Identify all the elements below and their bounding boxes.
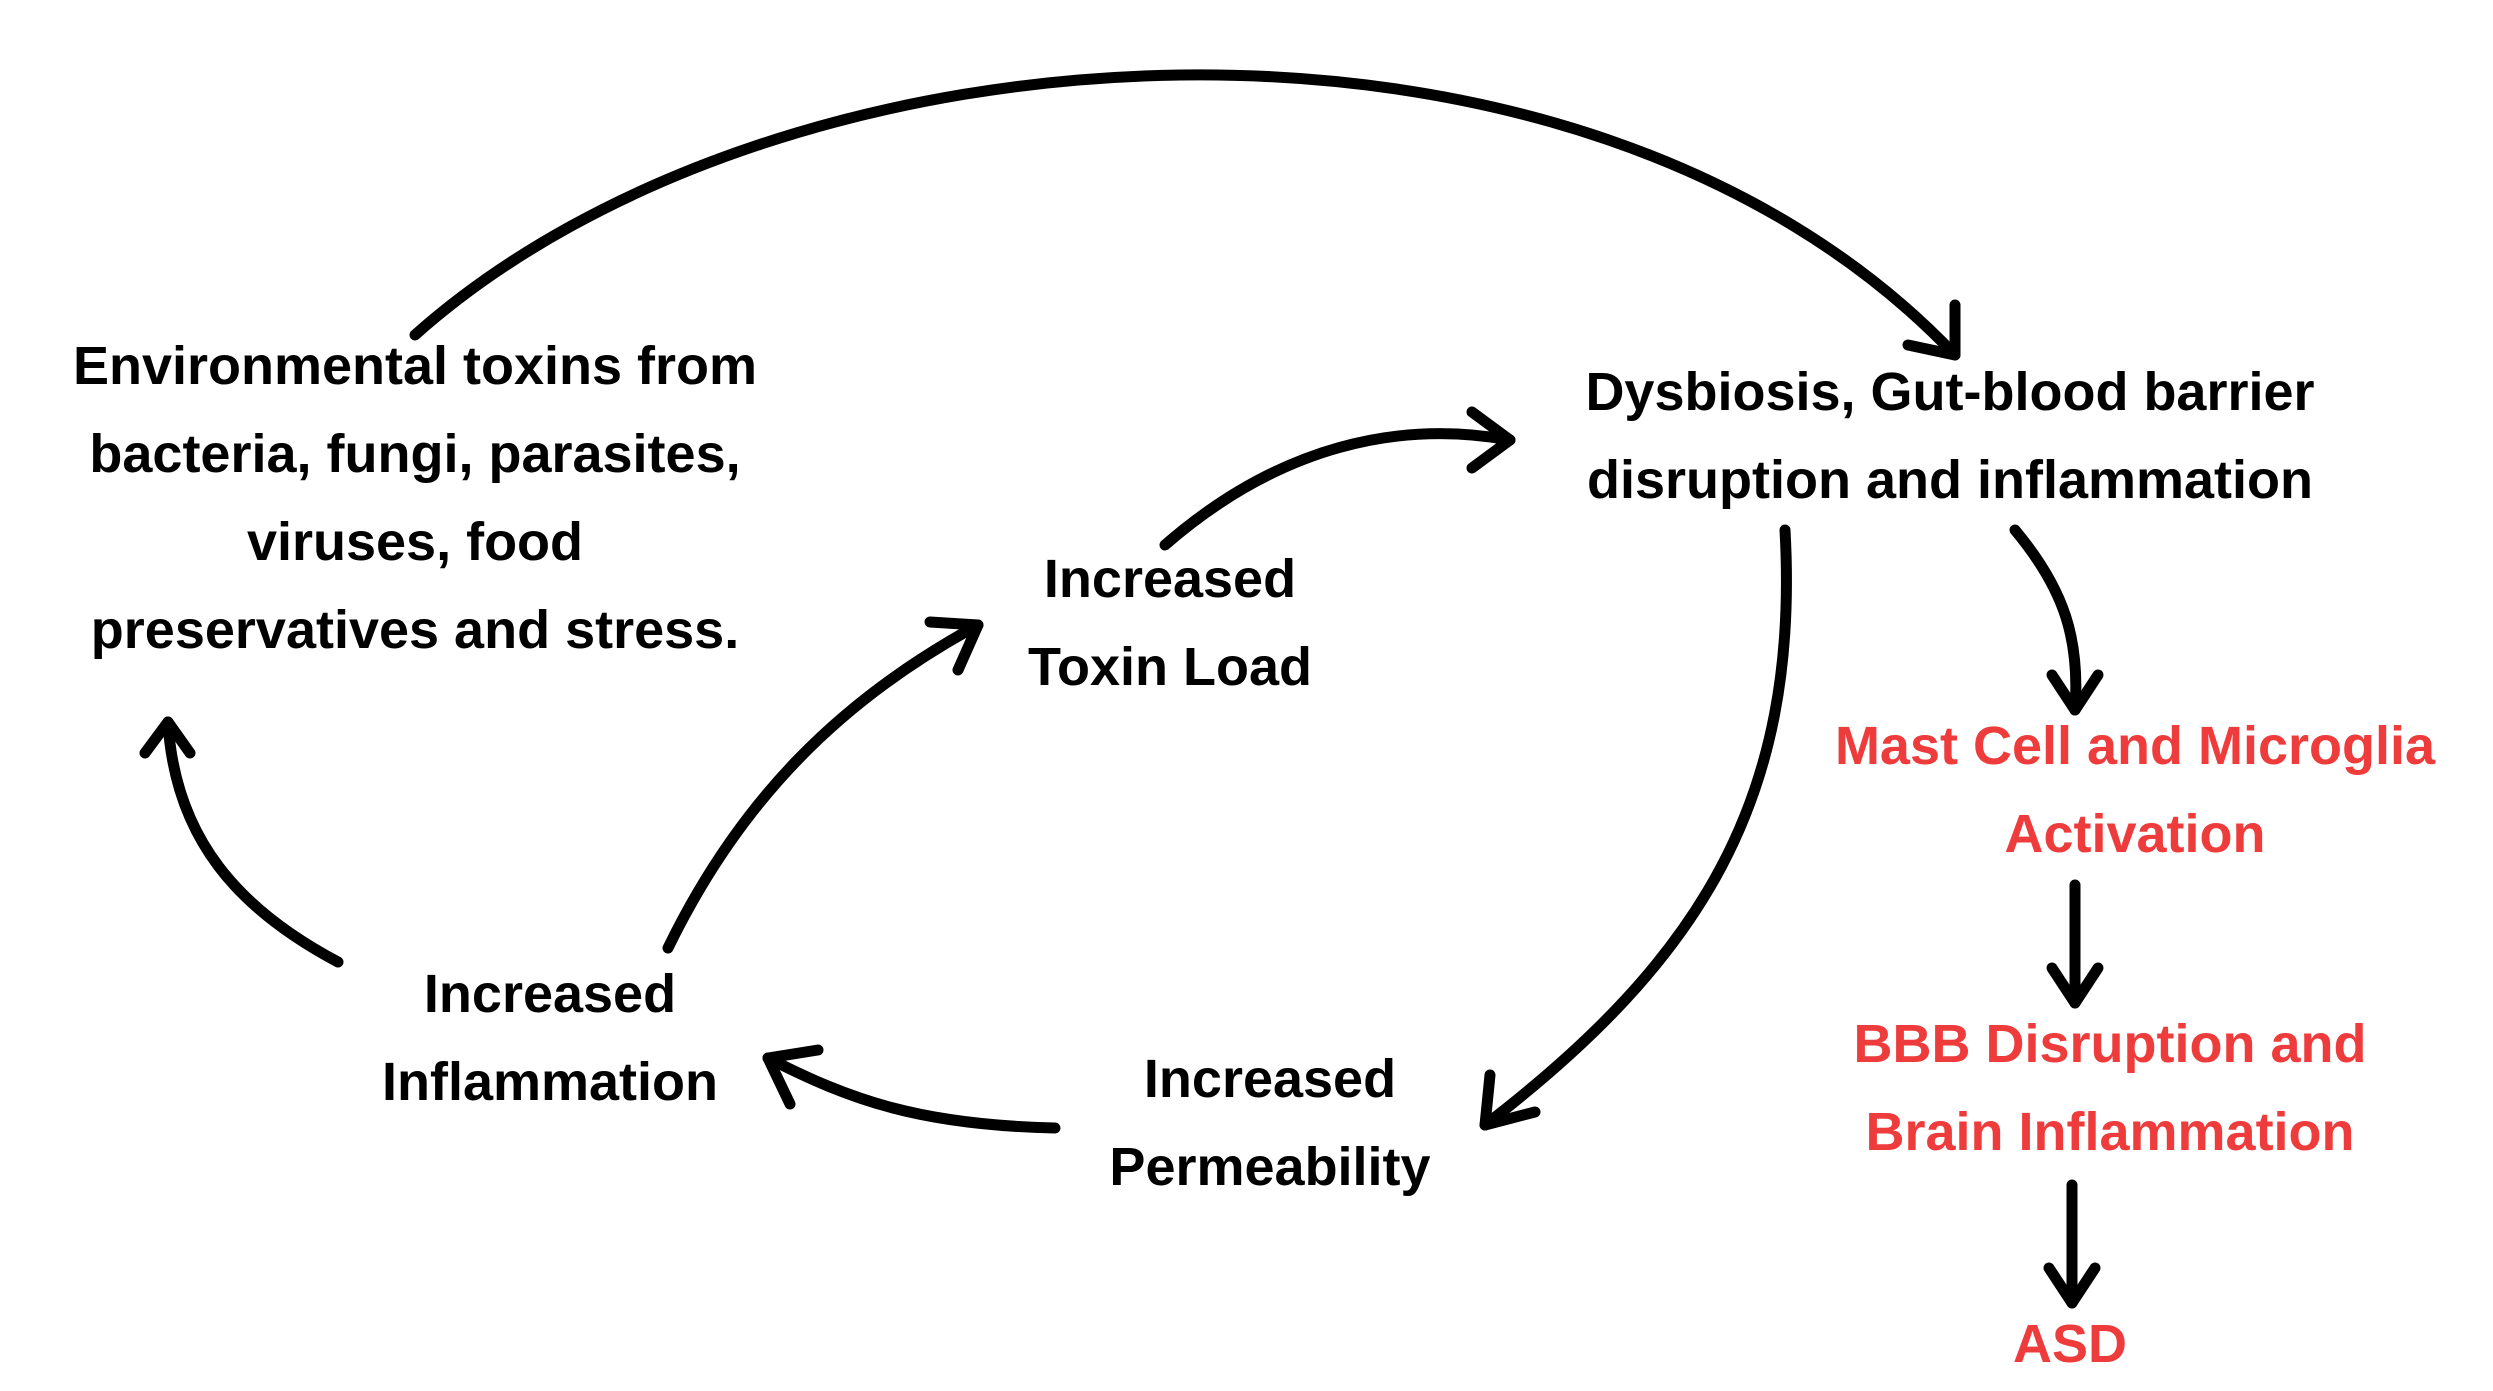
arrowhead-inflammation-to-environmental bbox=[139, 716, 196, 759]
node-text: Dysbiosis, Gut-blood barrier bbox=[1585, 362, 2315, 422]
node-text: Brain Inflammation bbox=[1865, 1102, 2355, 1162]
node-asd: ASD bbox=[1930, 1300, 2210, 1388]
node-text: Increased bbox=[1143, 1049, 1397, 1109]
node-text: viruses, food bbox=[246, 512, 584, 572]
arrowhead-dysbiosis-to-mast-cell bbox=[2046, 669, 2104, 716]
arrowhead-inflammation-to-toxin-load bbox=[924, 616, 984, 676]
arrowhead-environmental-to-dysbiosis bbox=[1902, 299, 1961, 361]
node-mast-cell-activation: Mast Cell and Microglia Activation bbox=[1775, 702, 2493, 878]
arrowhead-bbb-to-asd bbox=[2043, 1262, 2101, 1309]
node-text: Environmental toxins from bbox=[72, 336, 758, 396]
node-environmental-toxins: Environmental toxins from bacteria, fung… bbox=[10, 322, 820, 674]
arrow-dysbiosis-to-mast-cell bbox=[2009, 524, 2082, 716]
node-text: bacteria, fungi, parasites, bbox=[89, 424, 741, 484]
node-bbb-disruption: BBB Disruption and Brain Inflammation bbox=[1760, 1000, 2460, 1176]
arrow-toxin-load-to-dysbiosis bbox=[1159, 428, 1516, 551]
arrowhead-mast-cell-to-bbb bbox=[2046, 962, 2104, 1009]
node-text: disruption and inflammation bbox=[1587, 450, 2313, 510]
node-dysbiosis: Dysbiosis, Gut-blood barrier disruption … bbox=[1520, 348, 2380, 524]
arrow-inflammation-to-environmental bbox=[162, 716, 344, 968]
arrow-environmental-to-dysbiosis bbox=[409, 69, 1961, 361]
node-text: Toxin Load bbox=[1028, 637, 1312, 697]
node-text: preservatives and stress. bbox=[90, 600, 740, 660]
arrow-permeability-to-inflammation bbox=[762, 1052, 1061, 1134]
arrow-dysbiosis-to-permeability bbox=[1479, 524, 1792, 1131]
arrowhead-dysbiosis-to-permeability bbox=[1479, 1069, 1541, 1131]
node-text: BBB Disruption and bbox=[1853, 1014, 2367, 1074]
node-toxin-load: Increased Toxin Load bbox=[940, 535, 1400, 711]
node-inflammation: Increased Inflammation bbox=[330, 950, 770, 1126]
node-permeability: Increased Permeability bbox=[1040, 1035, 1500, 1211]
arrowhead-toxin-load-to-dysbiosis bbox=[1466, 406, 1516, 474]
node-text: Increased bbox=[423, 964, 677, 1024]
node-text: Permeability bbox=[1109, 1137, 1431, 1197]
node-text: Inflammation bbox=[381, 1052, 719, 1112]
node-text: Increased bbox=[1043, 549, 1297, 609]
node-text: Mast Cell and Microglia bbox=[1834, 716, 2436, 776]
node-text: ASD bbox=[2012, 1314, 2127, 1374]
arrow-inflammation-to-toxin-load bbox=[662, 619, 984, 954]
node-text: Activation bbox=[2004, 804, 2266, 864]
arrowhead-permeability-to-inflammation bbox=[762, 1044, 824, 1110]
